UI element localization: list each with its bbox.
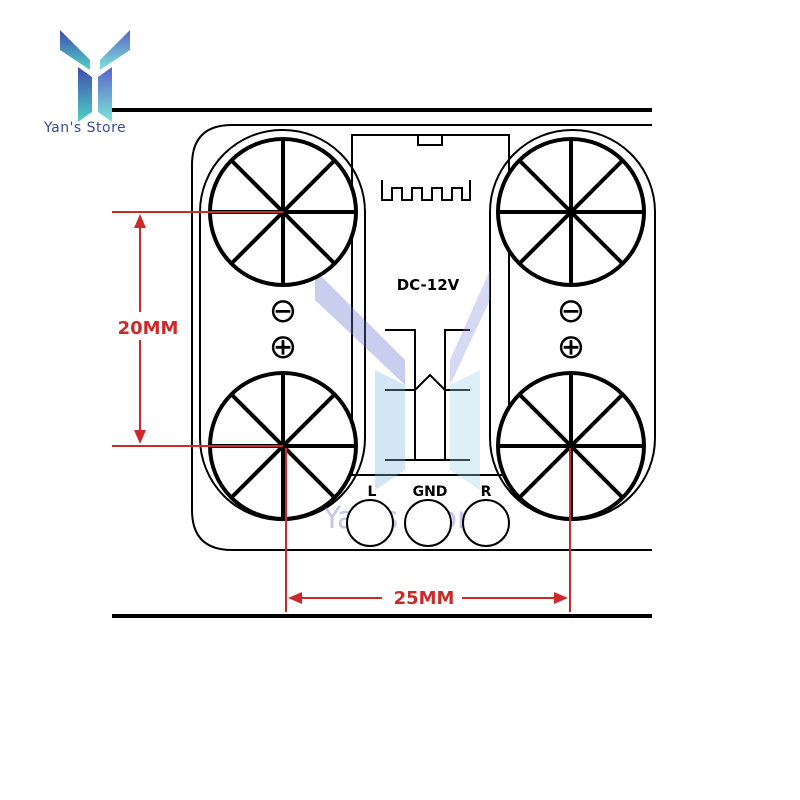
chip-notch (417, 134, 443, 146)
terminal-right-pad (462, 499, 510, 547)
watermark-logo-icon (315, 270, 490, 490)
terminal-right-label: R (481, 484, 492, 500)
board-outline (191, 124, 652, 551)
terminal-left-label: L (368, 484, 377, 500)
terminal-ground-pad (404, 499, 452, 547)
right-minus-symbol: ⊖ (557, 291, 586, 331)
terminal-ground-label: GND (413, 484, 448, 500)
left-plus-symbol: ⊕ (269, 327, 298, 367)
waveform-icon (381, 180, 471, 201)
circuit-symbol (385, 329, 470, 461)
right-plus-symbol: ⊕ (557, 327, 586, 367)
vertical-label-bg (110, 312, 190, 340)
store-logo-icon (60, 30, 130, 122)
horizontal-dimension-label: 25MM (394, 588, 455, 609)
left-minus-symbol: ⊖ (269, 291, 298, 331)
speaker-wheel-top-right (496, 137, 646, 287)
vertical-dimension-label: 20MM (118, 318, 179, 339)
terminal-left-pad (346, 499, 394, 547)
horizontal-label-bg (382, 584, 462, 610)
store-name: Yan's Store (44, 120, 127, 136)
voltage-label: DC-12V (397, 276, 460, 294)
